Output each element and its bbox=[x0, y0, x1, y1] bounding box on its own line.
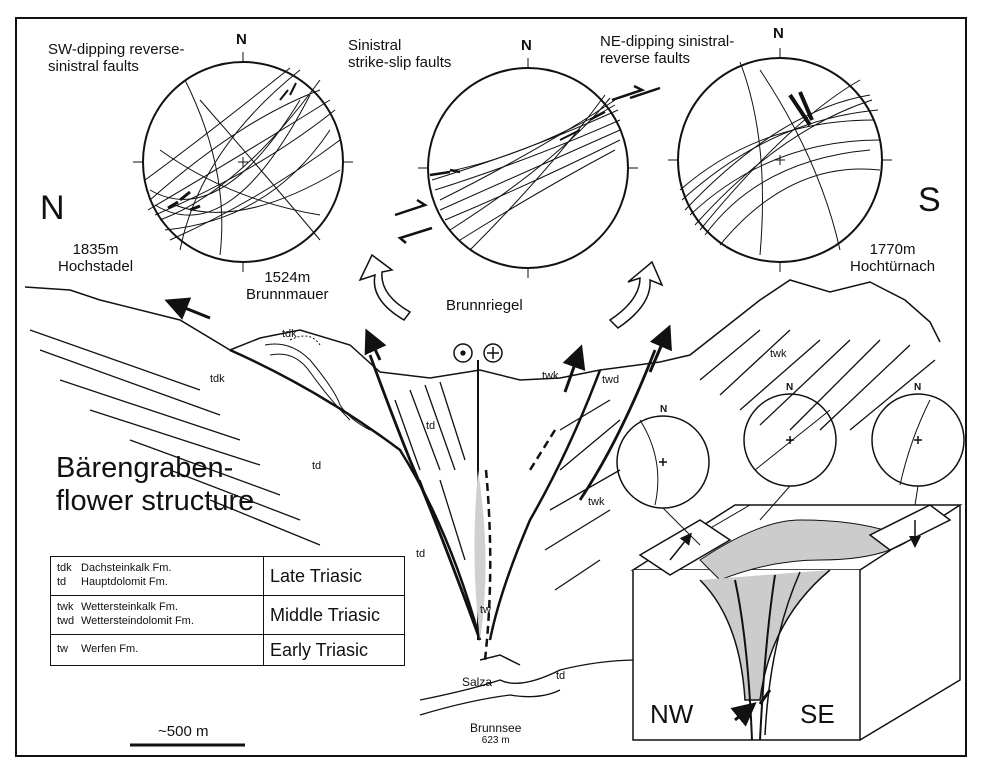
unit-label-tdk: tdk bbox=[210, 373, 225, 385]
lake-label: Brunnsee 623 m bbox=[470, 722, 521, 746]
section-left-label: N bbox=[40, 190, 65, 227]
legend-age: Late Triasic bbox=[264, 557, 405, 596]
caption-line: Sinistral bbox=[348, 38, 451, 55]
legend-age: Middle Triasic bbox=[264, 596, 405, 635]
stereonet-middle bbox=[418, 58, 638, 278]
unit-label-td: td bbox=[416, 548, 425, 560]
legend-code: td bbox=[57, 576, 81, 590]
caption-line: sinistral faults bbox=[48, 59, 184, 76]
legend-code: twd bbox=[57, 615, 81, 629]
peak-hochturnach: 1770m Hochtürnach bbox=[850, 242, 935, 275]
peak-name: Hochtürnach bbox=[850, 259, 935, 276]
unit-label-twk: twk bbox=[588, 496, 605, 508]
unit-label-tdk: tdk bbox=[282, 328, 297, 340]
peak-elevation: 1770m bbox=[850, 242, 935, 259]
unit-label-td: td bbox=[426, 420, 435, 432]
caption-line: strike-slip faults bbox=[348, 55, 451, 72]
peak-elevation: 1835m bbox=[58, 242, 133, 259]
peak-name: Hochstadel bbox=[58, 259, 133, 276]
legend-code: tdk bbox=[57, 562, 81, 576]
unit-label-twk: twk bbox=[770, 348, 787, 360]
stereonet-right bbox=[668, 48, 892, 272]
unit-label-twk: twk bbox=[542, 370, 559, 382]
block-left-label: NW bbox=[650, 700, 693, 729]
shear-arrows bbox=[395, 86, 660, 243]
caption-line: reverse faults bbox=[600, 51, 734, 68]
peak-name: Brunnmauer bbox=[246, 287, 329, 304]
title-line: Bärengraben- bbox=[56, 452, 254, 485]
unit-label-tw: tw bbox=[480, 604, 491, 616]
north-label: N bbox=[786, 382, 793, 393]
small-stereonets bbox=[617, 394, 964, 508]
north-label: N bbox=[914, 382, 921, 393]
block-right-label: SE bbox=[800, 700, 835, 729]
river-label: Salza bbox=[462, 676, 492, 689]
peak-elevation: 1524m bbox=[246, 270, 329, 287]
legend-formation: Wettersteinkalk Fm. bbox=[81, 601, 178, 613]
stereonet-left-caption: SW-dipping reverse- sinistral faults bbox=[48, 42, 184, 75]
section-right-label: S bbox=[918, 182, 941, 219]
stereonet-middle-caption: Sinistral strike-slip faults bbox=[348, 38, 451, 71]
north-label: N bbox=[236, 32, 247, 49]
peak-hochstadel: 1835m Hochstadel bbox=[58, 242, 133, 275]
figure-title: Bärengraben- flower structure bbox=[56, 452, 254, 519]
legend-formation: Dachsteinkalk Fm. bbox=[81, 562, 171, 574]
legend-code: tw bbox=[57, 643, 81, 657]
caption-line: SW-dipping reverse- bbox=[48, 42, 184, 59]
stereonet-right-caption: NE-dipping sinistral- reverse faults bbox=[600, 34, 734, 67]
scale-label: ~500 m bbox=[158, 724, 208, 741]
caption-line: NE-dipping sinistral- bbox=[600, 34, 734, 51]
north-label: N bbox=[660, 404, 667, 415]
legend-formation: Wettersteindolomit Fm. bbox=[81, 615, 194, 627]
lake-elevation: 623 m bbox=[470, 735, 521, 746]
peak-brunnmauer: 1524m Brunnmauer bbox=[246, 270, 329, 303]
north-label: N bbox=[521, 38, 532, 55]
legend-formation: Werfen Fm. bbox=[81, 643, 138, 655]
peak-brunnriegel: Brunnriegel bbox=[446, 298, 523, 315]
legend-formation: Hauptdolomit Fm. bbox=[81, 576, 168, 588]
unit-label-twd: twd bbox=[602, 374, 619, 386]
legend-code: twk bbox=[57, 601, 81, 615]
unit-label-td: td bbox=[312, 460, 321, 472]
stereonet-left bbox=[133, 52, 353, 272]
title-line: flower structure bbox=[56, 485, 254, 518]
north-label: N bbox=[773, 26, 784, 43]
lake-name: Brunnsee bbox=[470, 722, 521, 735]
unit-label-td: td bbox=[556, 670, 565, 682]
legend-age: Early Triasic bbox=[264, 635, 405, 666]
